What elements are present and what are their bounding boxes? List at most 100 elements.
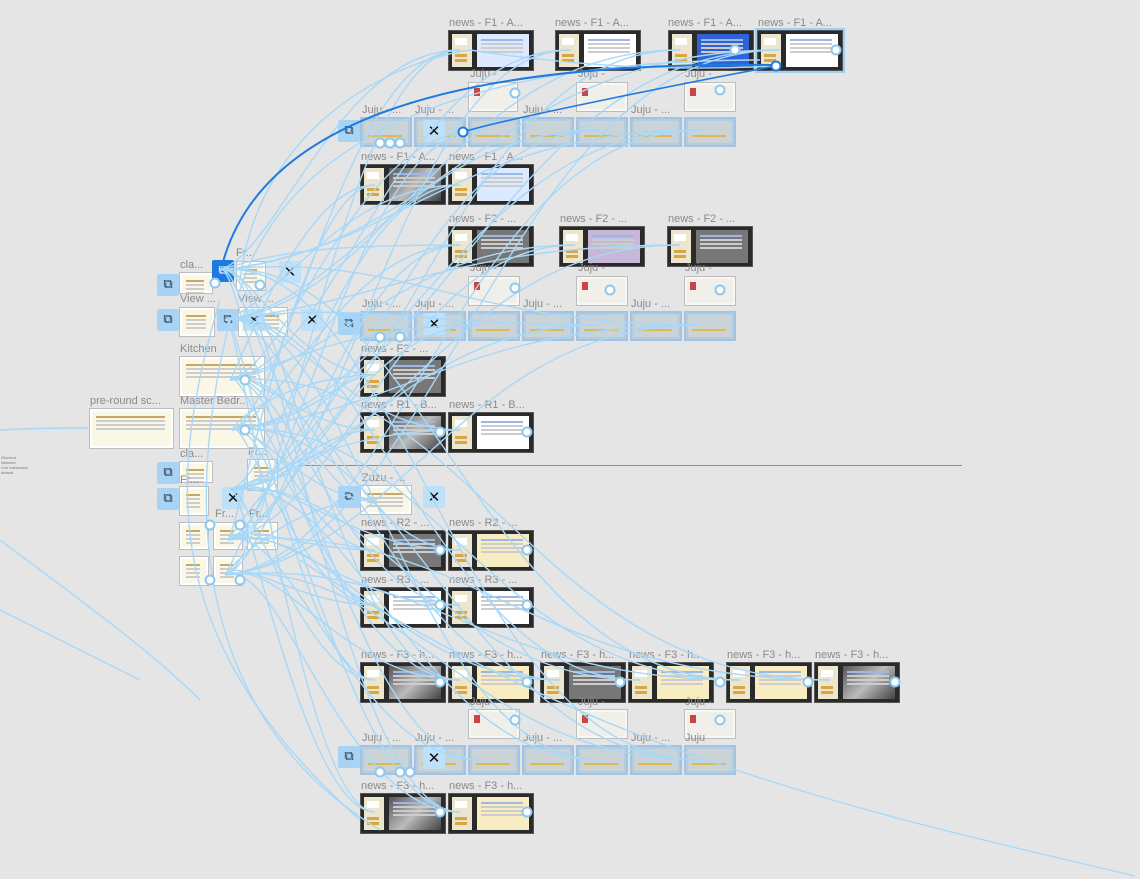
frame-label[interactable]: news - F1 - A... <box>449 17 523 29</box>
frame-juju-tile[interactable] <box>630 117 682 147</box>
frame-label[interactable]: View ... <box>238 293 274 305</box>
frame-view[interactable] <box>179 307 215 337</box>
frame-news-f2-4[interactable] <box>360 356 446 397</box>
frame-label[interactable]: Juju - <box>578 696 605 708</box>
frame-label[interactable]: Juju - ... <box>362 104 402 116</box>
frame-label[interactable]: news - F3 - h... <box>629 649 703 661</box>
close-icon[interactable]: ✕ <box>243 309 265 331</box>
frame-juju-tile[interactable] <box>360 117 412 147</box>
frame-zuzu[interactable] <box>360 485 412 515</box>
frame-label[interactable]: Juju - <box>685 262 712 274</box>
frame-news-f2-3[interactable] <box>667 226 753 267</box>
frame-label[interactable]: Juju - <box>578 262 605 274</box>
frame-label[interactable]: Juju - ... <box>362 732 402 744</box>
frame-fr[interactable] <box>247 522 278 550</box>
frame-label[interactable]: Master Bedr... <box>180 395 249 407</box>
device-frame-icon[interactable]: ⧉ <box>338 746 360 768</box>
frame-label[interactable]: Juju - <box>685 696 712 708</box>
frame-news-r1-b-1[interactable] <box>360 412 446 453</box>
device-frame-icon[interactable]: ⧉ <box>217 309 239 331</box>
frame-label[interactable]: Fr... <box>180 474 199 486</box>
frame-juju-tile[interactable] <box>630 745 682 775</box>
device-frame-icon[interactable]: ⧉ <box>157 274 179 296</box>
frame-label[interactable]: news - R2 - ... <box>449 517 518 529</box>
device-frame-icon[interactable]: ⧉ <box>338 486 360 508</box>
frame-label[interactable]: news - F3 - h... <box>449 780 523 792</box>
device-frame-icon[interactable]: ⧉ <box>157 309 179 331</box>
frame-label[interactable]: news - F2 - ... <box>668 213 736 225</box>
frame-label[interactable]: Juju - ... <box>523 104 563 116</box>
frame-label[interactable]: Juju - ... <box>415 104 455 116</box>
frame-label[interactable]: Fr... <box>236 247 255 259</box>
frame-label[interactable]: Fr... <box>248 446 267 458</box>
close-icon[interactable]: ✕ <box>301 309 323 331</box>
frame-news-f1-a-5[interactable] <box>360 164 446 205</box>
frame-news-f3-h-5[interactable] <box>726 662 812 703</box>
frame-label[interactable]: Juju - ... <box>631 732 671 744</box>
close-icon[interactable]: ✕ <box>279 261 301 283</box>
frame-juju-tile[interactable] <box>684 117 736 147</box>
frame-label[interactable]: Juju - <box>470 262 497 274</box>
frame-label[interactable]: cla... <box>180 448 204 460</box>
frame-juju-tile[interactable] <box>684 311 736 341</box>
close-icon[interactable]: ✕ <box>423 747 445 769</box>
frame-label[interactable]: news - R3 - ... <box>361 574 430 586</box>
frame-news-r2-1[interactable] <box>360 530 446 571</box>
frame-master-bedroom[interactable] <box>179 408 265 449</box>
frame-label[interactable]: news - R1 - B... <box>361 399 437 411</box>
frame-label[interactable]: news - F2 - ... <box>361 343 429 355</box>
frame-label[interactable]: Juju - <box>470 68 497 80</box>
frame-news-f3-h-6[interactable] <box>814 662 900 703</box>
frame-label[interactable]: news - F1 - A... <box>361 151 435 163</box>
frame-label[interactable]: news - F3 - h... <box>449 649 523 661</box>
frame-label[interactable]: news - F1 - A... <box>758 17 832 29</box>
frame-label[interactable]: news - F3 - h... <box>361 780 435 792</box>
device-frame-icon[interactable]: ⧉ <box>157 488 179 510</box>
frame-label[interactable]: Zuzu - ... <box>362 472 406 484</box>
frame-label[interactable]: Juju - <box>578 68 605 80</box>
frame-label[interactable]: news - F3 - h... <box>541 649 615 661</box>
frame-label[interactable]: news - R3 - ... <box>449 574 518 586</box>
frame-kitchen[interactable] <box>179 356 265 397</box>
frame-fr[interactable] <box>213 522 243 550</box>
frame-news-f1-a-4[interactable] <box>755 28 845 73</box>
frame-juju-portrait[interactable] <box>468 82 518 112</box>
frame-label[interactable]: news - F3 - h... <box>727 649 801 661</box>
frame-juju-tile[interactable] <box>630 311 682 341</box>
frame-news-f1-a-2[interactable] <box>555 30 641 71</box>
frame-news-r1-b-2[interactable] <box>448 412 534 453</box>
frame-label[interactable]: news - R2 - ... <box>361 517 430 529</box>
frame-juju-portrait[interactable] <box>468 709 520 739</box>
frame-news-f1-a-1[interactable] <box>448 30 534 71</box>
frame-juju-portrait[interactable] <box>684 276 736 306</box>
frame-label[interactable]: Fr... <box>215 508 234 520</box>
frame-juju-tile[interactable] <box>522 311 574 341</box>
frame-cla[interactable] <box>179 272 213 294</box>
frame-label[interactable]: Fr... <box>249 508 268 520</box>
frame-juju-tile[interactable] <box>576 311 628 341</box>
device-frame-icon[interactable]: ⧉ <box>157 462 179 484</box>
frame-fr[interactable] <box>179 486 209 516</box>
frame-label[interactable]: pre-round sc... <box>90 395 161 407</box>
close-icon[interactable]: ✕ <box>423 486 445 508</box>
device-frame-icon[interactable]: ⧉ <box>338 120 360 142</box>
frame-label[interactable]: news - F2 - ... <box>560 213 628 225</box>
frame-news-f3-h-1[interactable] <box>360 662 446 703</box>
frame-label[interactable]: Juju - ... <box>362 298 402 310</box>
frame-juju-portrait[interactable] <box>576 276 628 306</box>
frame-label[interactable]: news - F3 - h... <box>815 649 889 661</box>
frame-label[interactable]: cla... <box>180 259 204 271</box>
frame-label[interactable]: news - F1 - A... <box>555 17 629 29</box>
frame-juju-tile[interactable] <box>468 117 520 147</box>
frame-label[interactable]: Juju - ... <box>415 732 455 744</box>
frame-news-r2-2[interactable] <box>448 530 534 571</box>
frame-juju-tile[interactable] <box>360 745 412 775</box>
frame-label[interactable]: Juju - <box>470 696 497 708</box>
frame-fr[interactable] <box>179 556 209 586</box>
frame-label[interactable]: Juju - <box>685 68 712 80</box>
frame-label[interactable]: Juju - ... <box>631 298 671 310</box>
close-icon[interactable]: ✕ <box>423 120 445 142</box>
frame-label[interactable]: Juju - ... <box>631 104 671 116</box>
frame-juju-tile[interactable] <box>684 745 736 775</box>
